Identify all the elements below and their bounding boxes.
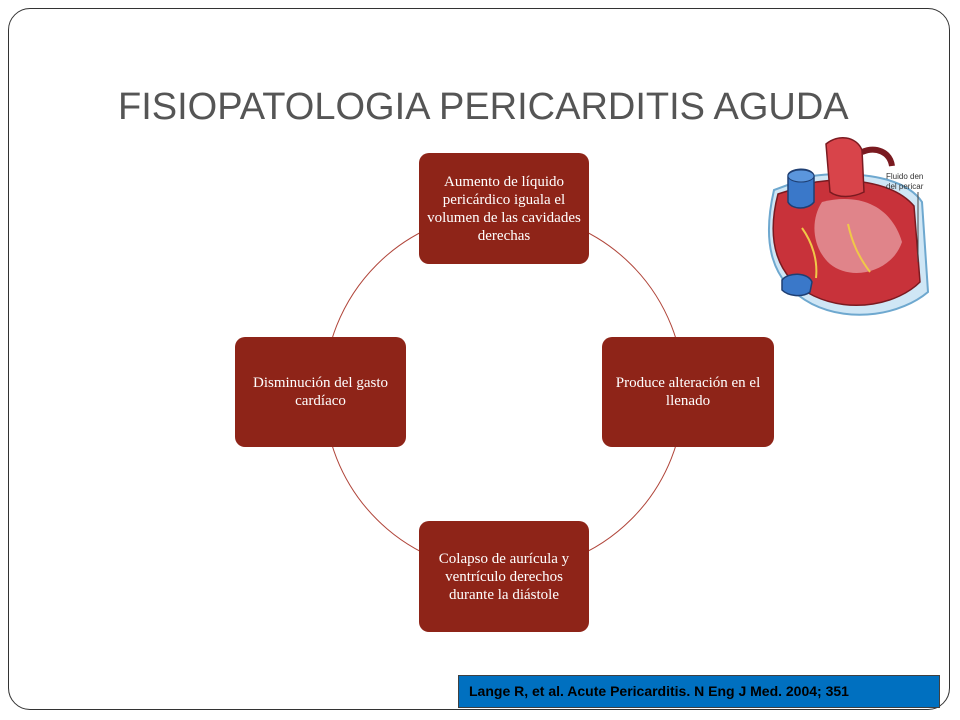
cycle-node-chamber-collapse: Colapso de aurícula y ventrículo derecho… — [419, 521, 589, 632]
heart-drawing — [767, 137, 930, 316]
heart-label-line2: del pericar — [886, 182, 924, 191]
cycle-node-output-decrease: Disminución del gasto cardíaco — [235, 337, 406, 447]
cycle-node-text: Colapso de aurícula y ventrículo derecho… — [438, 550, 570, 603]
citation-box: Lange R, et al. Acute Pericarditis. N En… — [458, 675, 940, 708]
cycle-node-fluid-increase: Aumento de líquido pericárdico iguala el… — [419, 153, 589, 264]
slide-title: FISIOPATOLOGIA PERICARDITIS AGUDA — [118, 86, 849, 128]
citation-text: Lange R, et al. Acute Pericarditis. N En… — [469, 683, 849, 699]
heart-label-line1: Fluido den — [886, 172, 924, 181]
cycle-node-text: Produce alteración en el llenado — [615, 375, 761, 409]
cycle-node-filling-alteration: Produce alteración en el llenado — [602, 337, 774, 447]
cycle-node-text: Aumento de líquido pericárdico iguala el… — [427, 173, 581, 244]
cycle-node-text: Disminución del gasto cardíaco — [253, 375, 388, 409]
heart-illustration: Fluido den del pericar — [752, 132, 934, 324]
